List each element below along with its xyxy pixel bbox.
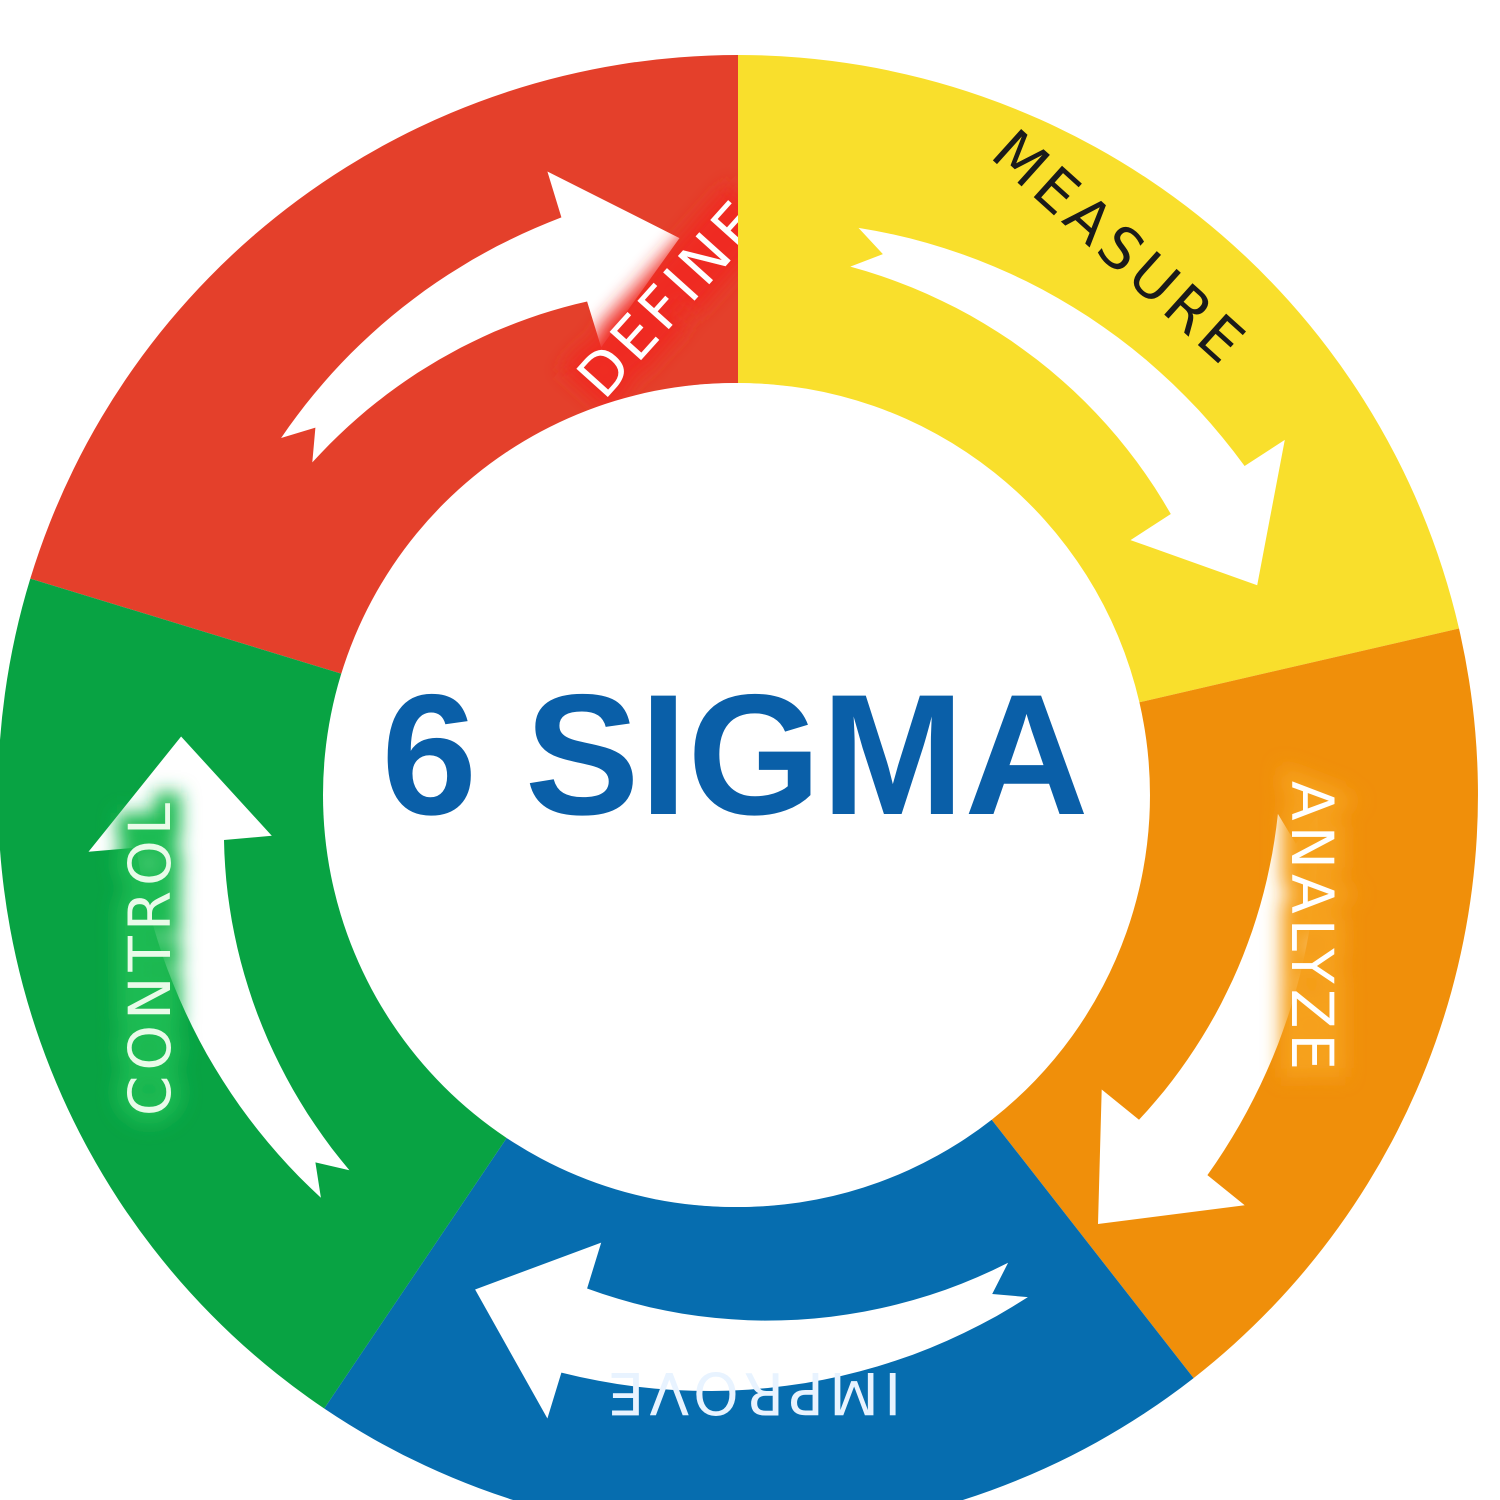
segment-control-wedge (0, 578, 508, 1409)
segment-analyze-label-group: ANALYZE ANALYZE (1267, 770, 1357, 1086)
center-title: 6 SIGMA (381, 659, 1088, 851)
segment-analyze: ANALYZE ANALYZE (991, 628, 1478, 1379)
segment-control-label-glow: CONTROL (116, 798, 184, 1116)
segment-improve-label: IMPROVE (603, 1359, 901, 1427)
center-disc (323, 383, 1147, 1207)
arrow-analyze-icon (1098, 813, 1318, 1224)
segment-analyze-label: ANALYZE (1278, 781, 1346, 1075)
segment-control: CONTROL CONTROL (0, 578, 508, 1409)
segment-control-label-group: CONTROL CONTROL (105, 787, 195, 1127)
segment-analyze-label-glow: ANALYZE (1278, 781, 1346, 1075)
arrow-measure-icon (850, 227, 1285, 586)
segment-improve-label-group: IMPROVE (603, 1359, 901, 1427)
arrow-define-icon (281, 171, 680, 463)
segment-control-label: CONTROL (116, 798, 184, 1116)
arrow-control-icon (88, 736, 350, 1198)
arrow-improve-icon (475, 1242, 1028, 1419)
segment-improve: IMPROVE (324, 1119, 1194, 1500)
